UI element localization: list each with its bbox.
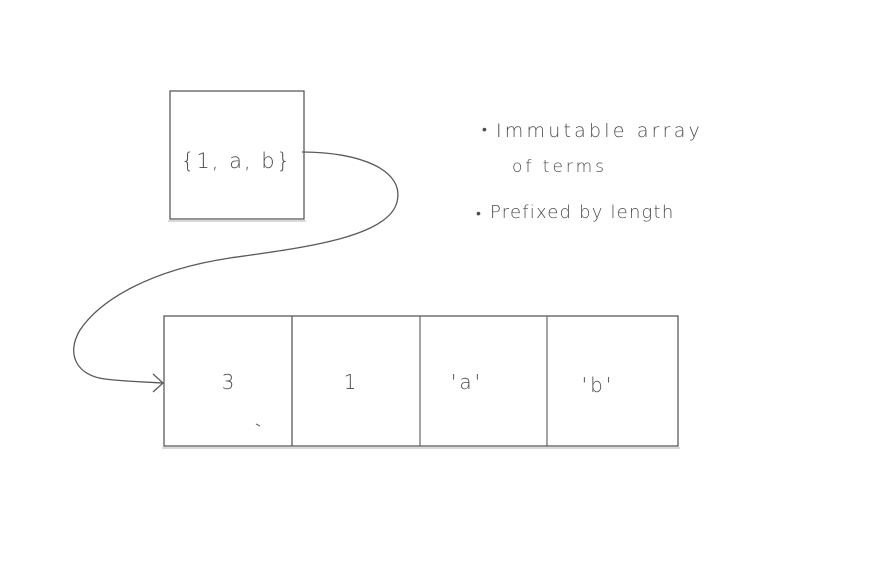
note-bullet-1: • <box>482 122 487 138</box>
pointer-curve <box>73 151 399 384</box>
note-bullet-2: • <box>476 206 481 222</box>
term-array: 3 1 'a' 'b' <box>162 315 680 449</box>
array-border <box>163 315 679 447</box>
tuple-box-border <box>169 90 305 220</box>
note-1-line-1: Immutable array <box>496 120 703 142</box>
arrow-head <box>152 373 164 393</box>
note-2-line-1: Prefixed by length <box>490 202 674 223</box>
tuple-box: {1, a, b} <box>168 90 306 222</box>
array-cell-1: 3 <box>222 370 235 394</box>
note-1-line-2: of terms <box>512 157 607 177</box>
notes: • Immutable array of terms • Prefixed by… <box>476 120 703 223</box>
array-cell-4: 'b' <box>582 373 615 397</box>
tuple-label: {1, a, b} <box>181 149 292 173</box>
pointer-arrow <box>73 151 399 393</box>
array-cell-3: 'a' <box>451 370 483 394</box>
pencil-mark <box>255 423 261 427</box>
array-cell-2: 1 <box>344 370 357 394</box>
